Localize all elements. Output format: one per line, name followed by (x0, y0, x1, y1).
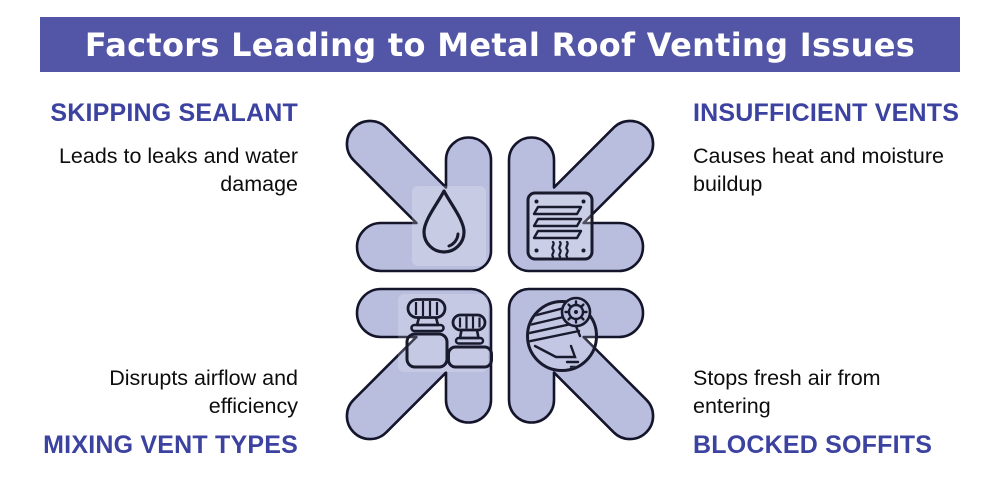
water-drop-icon (422, 189, 466, 254)
vent-grille-icon (526, 191, 594, 261)
section-description: Disrupts airflow and efficiency (109, 366, 298, 418)
section-description: Causes heat and moisture buildup (693, 144, 944, 196)
section-title: INSUFFICIENT VENTS (693, 99, 960, 127)
section-blocked-soffits: Stops fresh air from entering BLOCKED SO… (693, 364, 983, 459)
section-skipping-sealant: SKIPPING SEALANT Leads to leaks and wate… (30, 99, 298, 198)
gear-icon (560, 296, 592, 328)
section-mixing-vent-types: Disrupts airflow and efficiency MIXING V… (30, 364, 298, 459)
turbine-vents-icon (405, 298, 493, 369)
section-title: SKIPPING SEALANT (50, 99, 298, 127)
soffit-icon (526, 296, 598, 372)
section-description: Leads to leaks and water damage (58, 144, 298, 196)
section-insufficient-vents: INSUFFICIENT VENTS Causes heat and moist… (693, 99, 983, 198)
page-title: Factors Leading to Metal Roof Venting Is… (84, 25, 916, 64)
converge-arrow-top-right-icon (507, 119, 655, 273)
section-title: MIXING VENT TYPES (43, 431, 298, 459)
section-description: Stops fresh air from entering (693, 366, 881, 418)
title-banner: Factors Leading to Metal Roof Venting Is… (40, 17, 960, 72)
section-title: BLOCKED SOFFITS (693, 431, 933, 459)
